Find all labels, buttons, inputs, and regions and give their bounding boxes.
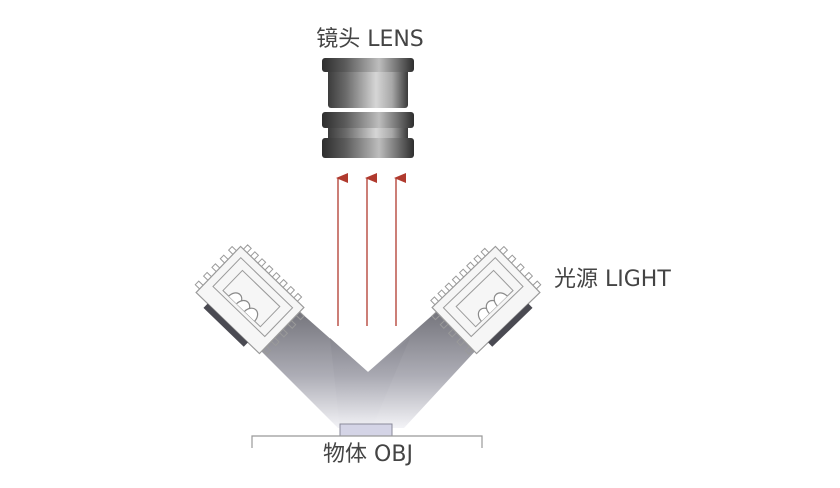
surface-bracket <box>251 435 483 448</box>
camera-lens-icon <box>322 58 414 158</box>
right-light-beam <box>330 312 478 428</box>
object-label: 物体 OBJ <box>323 442 413 467</box>
object-block <box>339 423 393 437</box>
lens-label: 镜头 LENS <box>316 27 424 52</box>
light-label: 光源 LIGHT <box>554 267 671 292</box>
